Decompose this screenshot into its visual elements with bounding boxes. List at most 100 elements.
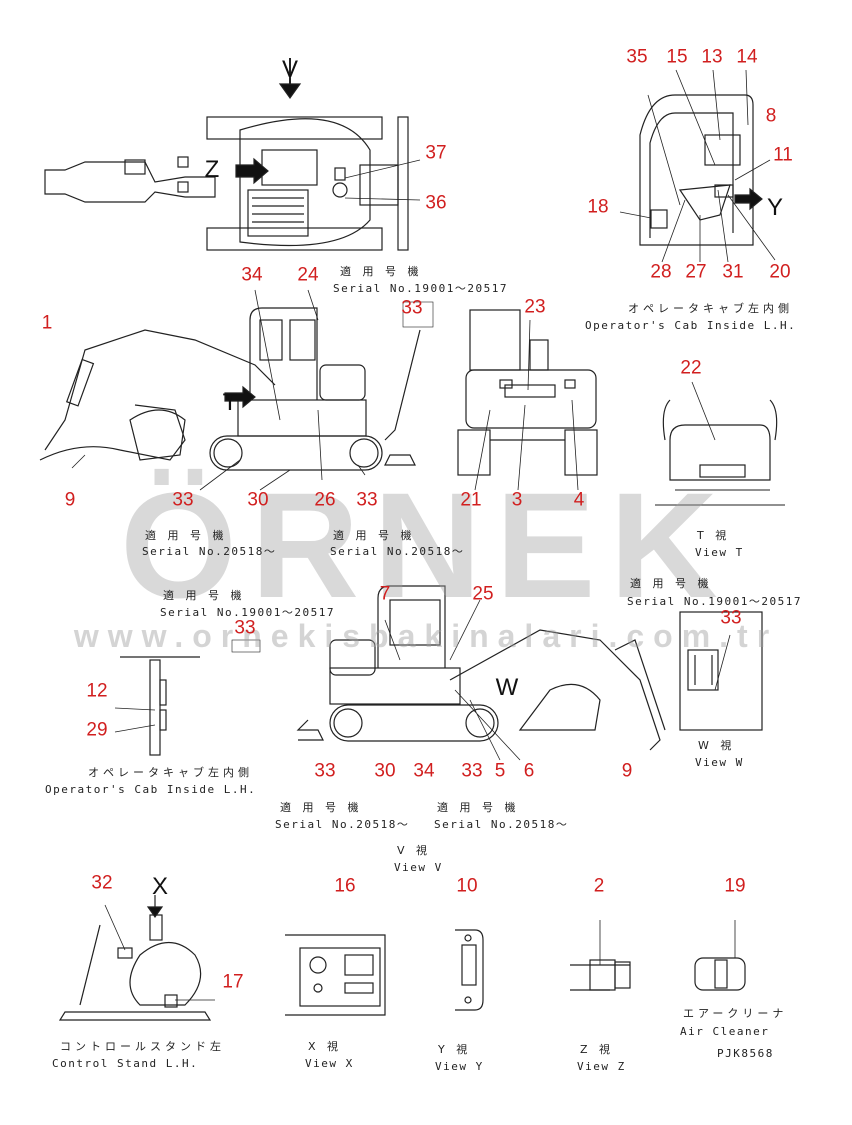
callout-4: 4 bbox=[573, 489, 585, 511]
caption-serial-e: Serial No.19001～20517 bbox=[160, 606, 335, 619]
view-letter-y: Y bbox=[766, 194, 784, 221]
callout-33: 33 bbox=[356, 489, 378, 511]
view-letter-v: V bbox=[281, 56, 299, 83]
caption-stand-en: Control Stand L.H. bbox=[52, 1057, 199, 1070]
caption-serial-b: Serial No.20518～ bbox=[142, 545, 277, 558]
callout-37: 37 bbox=[425, 142, 447, 164]
callout-11: 11 bbox=[773, 144, 793, 166]
callout-36: 36 bbox=[425, 192, 447, 214]
callout-1: 1 bbox=[41, 312, 53, 334]
callout-19: 19 bbox=[724, 875, 746, 897]
callout-30: 30 bbox=[374, 760, 396, 782]
drawing-code: PJK8568 bbox=[717, 1047, 774, 1060]
view-letter-w: W bbox=[495, 674, 519, 701]
view-t-drawing bbox=[655, 381, 785, 506]
callout-6: 6 bbox=[523, 760, 535, 782]
callout-23: 23 bbox=[524, 296, 546, 318]
callout-8: 8 bbox=[765, 105, 777, 127]
rear-view-drawing bbox=[457, 309, 598, 491]
view-letter-x: X bbox=[151, 873, 169, 900]
caption-serial-d: Serial No.19001～20517 bbox=[627, 595, 802, 608]
callout-9: 9 bbox=[621, 760, 633, 782]
callout-3: 3 bbox=[511, 489, 523, 511]
caption-stand-jp: コントロールスタンド左 bbox=[60, 1040, 225, 1053]
air-cleaner-drawing bbox=[694, 920, 746, 991]
callout-28: 28 bbox=[650, 261, 672, 283]
callout-33: 33 bbox=[401, 297, 423, 319]
callout-26: 26 bbox=[314, 489, 336, 511]
callout-32: 32 bbox=[91, 872, 113, 894]
callout-34: 34 bbox=[241, 264, 263, 286]
callout-14: 14 bbox=[736, 46, 758, 68]
caption-cab2-en: Operator's Cab Inside L.H. bbox=[45, 783, 257, 796]
callout-15: 15 bbox=[666, 46, 688, 68]
cab-inside-drawing bbox=[619, 69, 776, 263]
caption-view-x-en: View X bbox=[305, 1057, 354, 1070]
callout-30: 30 bbox=[247, 489, 269, 511]
callout-10: 10 bbox=[456, 875, 478, 897]
callout-9: 9 bbox=[64, 489, 76, 511]
callout-33: 33 bbox=[314, 760, 336, 782]
callout-27: 27 bbox=[685, 261, 707, 283]
callout-33: 33 bbox=[461, 760, 483, 782]
callout-34: 34 bbox=[413, 760, 435, 782]
caption-serial-f-jp: 適 用 号 機 bbox=[280, 801, 363, 814]
caption-view-w-jp: W 視 bbox=[698, 739, 736, 752]
callout-21: 21 bbox=[460, 489, 482, 511]
caption-serial-g: Serial No.20518～ bbox=[434, 818, 569, 831]
callout-33: 33 bbox=[172, 489, 194, 511]
caption-view-y-jp: Y 視 bbox=[438, 1043, 472, 1056]
callout-13: 13 bbox=[701, 46, 723, 68]
callout-35: 35 bbox=[626, 46, 648, 68]
caption-serial-g-jp: 適 用 号 機 bbox=[437, 801, 520, 814]
callout-2: 2 bbox=[593, 875, 605, 897]
caption-view-t-jp: T 視 bbox=[697, 529, 731, 542]
caption-serial-c: Serial No.20518～ bbox=[330, 545, 465, 558]
callout-25: 25 bbox=[472, 583, 494, 605]
caption-serial-b-jp: 適 用 号 機 bbox=[145, 529, 228, 542]
caption-air-en: Air Cleaner bbox=[680, 1025, 770, 1038]
callout-24: 24 bbox=[297, 264, 319, 286]
caption-view-y-en: View Y bbox=[435, 1060, 484, 1073]
watermark-url: www.ornekisbakinalari.com.tr bbox=[73, 618, 779, 654]
caption-view-t-en: View T bbox=[695, 546, 744, 559]
callout-12: 12 bbox=[86, 680, 108, 702]
caption-view-z-jp: Z 視 bbox=[580, 1043, 615, 1056]
callout-33: 33 bbox=[720, 607, 742, 629]
cab-inside-2-drawing bbox=[114, 656, 200, 756]
caption-serial-f: Serial No.20518～ bbox=[275, 818, 410, 831]
left-side-drawing bbox=[39, 289, 434, 491]
callout-33: 33 bbox=[234, 617, 256, 639]
callout-5: 5 bbox=[494, 760, 506, 782]
caption-view-x-jp: X 視 bbox=[308, 1040, 343, 1053]
control-stand-drawing bbox=[58, 895, 215, 1021]
watermark-brand: ÖRNEK bbox=[120, 461, 732, 629]
caption-cab-en: Operator's Cab Inside L.H. bbox=[585, 319, 797, 332]
view-y-drawing bbox=[455, 929, 484, 1011]
caption-view-z-en: View Z bbox=[577, 1060, 626, 1073]
caption-serial-c-jp: 適 用 号 機 bbox=[333, 529, 416, 542]
callout-17: 17 bbox=[222, 971, 244, 993]
view-w-drawing bbox=[679, 611, 763, 731]
callout-22: 22 bbox=[680, 357, 702, 379]
caption-view-w-en: View W bbox=[695, 756, 744, 769]
caption-serial-d-jp: 適 用 号 機 bbox=[630, 577, 713, 590]
callout-20: 20 bbox=[769, 261, 791, 283]
view-letter-z: Z bbox=[204, 156, 220, 183]
caption-view-v-jp: V 視 bbox=[397, 844, 432, 857]
caption-cab2-jp: オペレータキャブ左内側 bbox=[88, 766, 253, 779]
caption-air-jp: エアークリーナ bbox=[683, 1007, 788, 1020]
view-letter-t: T bbox=[222, 389, 238, 416]
callout-31: 31 bbox=[722, 261, 744, 283]
caption-serial-a: Serial No.19001～20517 bbox=[333, 282, 508, 295]
view-z-drawing bbox=[570, 920, 631, 991]
callout-16: 16 bbox=[334, 875, 356, 897]
callout-29: 29 bbox=[86, 719, 108, 741]
callout-7: 7 bbox=[379, 583, 391, 605]
caption-serial-a-jp: 適 用 号 機 bbox=[340, 265, 423, 278]
caption-cab-jp: オペレータキャブ左内側 bbox=[628, 302, 793, 315]
caption-serial-e-jp: 適 用 号 機 bbox=[163, 589, 246, 602]
right-side-drawing bbox=[231, 585, 666, 761]
